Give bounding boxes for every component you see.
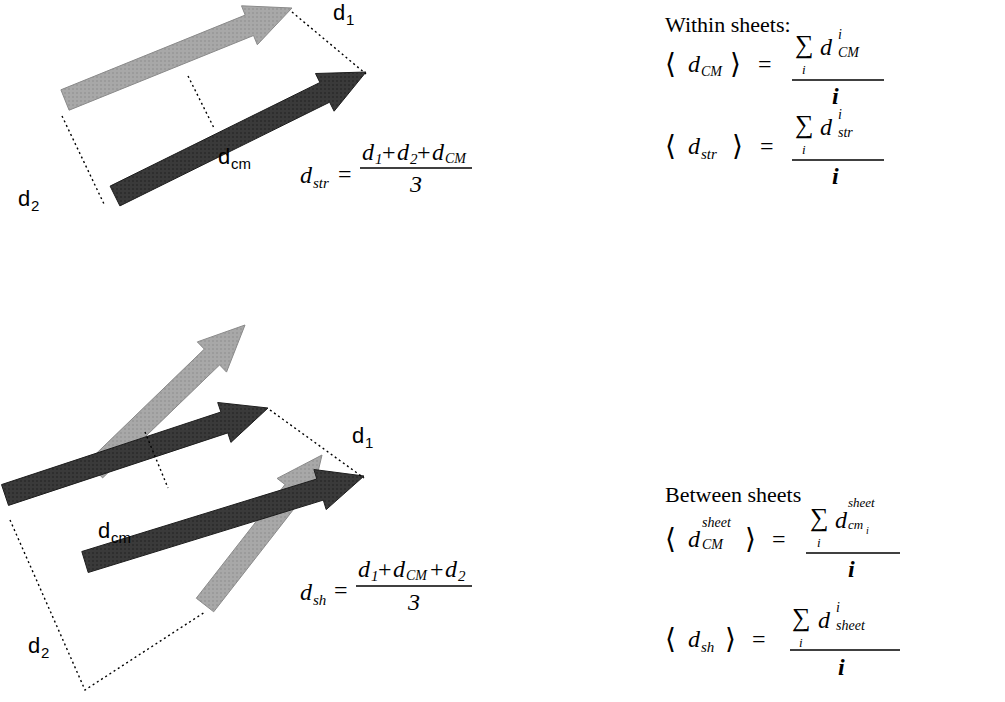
formula-text: i: [836, 601, 840, 615]
distance-label: cm: [111, 530, 131, 545]
formula-text: 3: [408, 590, 420, 614]
formula-text: d: [688, 134, 700, 158]
formula-text: i: [832, 84, 839, 108]
formula-text: i: [802, 143, 806, 156]
strand-arrow: [2, 403, 269, 506]
formula-text: CM: [838, 46, 859, 60]
formula-text: 3: [410, 172, 422, 196]
formula-text: d: [362, 140, 374, 164]
formula-text: 1: [371, 569, 379, 584]
formula-text: sh: [313, 593, 326, 608]
formula-text: =: [752, 627, 766, 651]
strand-arrow: [82, 470, 364, 573]
formula-text: i: [817, 536, 821, 549]
formula-text: ∑: [795, 32, 814, 58]
distance-label: d: [98, 520, 110, 542]
distance-label: d: [218, 146, 230, 168]
distance-line: [10, 12, 366, 690]
formula-text: sh: [701, 640, 714, 655]
formula-text: i: [802, 63, 806, 76]
formula-text: =: [772, 527, 786, 551]
formula-text: Between sheets: [665, 484, 801, 506]
formula-text: 2: [458, 569, 466, 584]
formula-text: ∑: [810, 505, 829, 531]
formula-text: ⟨: [665, 132, 676, 160]
formula-text: d: [445, 557, 457, 581]
formula-text: d: [300, 163, 312, 187]
formula-text: i: [866, 526, 869, 536]
formula-text: =: [338, 162, 352, 186]
formula-text: 2: [410, 152, 418, 167]
formula-text: sheet: [848, 496, 875, 509]
formula-text: d: [688, 527, 700, 551]
distance-label: cm: [231, 156, 251, 171]
formula-text: CM: [406, 569, 427, 583]
formula-text: 1: [375, 152, 383, 167]
formula-text: str: [701, 147, 717, 162]
formula-text: i: [799, 636, 803, 649]
formula-text: ⟨: [665, 50, 676, 78]
formula-text: ∑: [795, 112, 814, 138]
formula-text: str: [313, 176, 329, 191]
formula-text: str: [838, 126, 853, 140]
formula-text: d: [818, 608, 830, 632]
formula-text: d: [820, 115, 832, 139]
fraction-bar: [356, 80, 900, 650]
formula-text: ∑: [792, 605, 811, 631]
formula-text: d: [358, 557, 370, 581]
formula-text: Within sheets:: [665, 14, 791, 36]
distance-label: 2: [41, 645, 49, 660]
formula-text: d: [397, 140, 409, 164]
formula-text: +: [417, 140, 431, 164]
distance-label: d: [352, 425, 364, 447]
distance-label: d: [18, 188, 30, 210]
formula-text: i: [832, 164, 839, 188]
formula-text: sheet: [702, 516, 731, 530]
distance-label: 1: [346, 12, 354, 27]
formula-text: ⟩: [725, 625, 736, 653]
formula-text: CM: [445, 152, 466, 166]
formula-text: cm: [848, 518, 863, 531]
strand-arrow: [110, 72, 366, 206]
formula-text: =: [334, 578, 348, 602]
formula-text: +: [382, 140, 396, 164]
distance-label: d: [333, 2, 345, 24]
formula-text: d: [835, 508, 847, 532]
formula-text: +: [378, 557, 392, 581]
formula-text: d: [820, 35, 832, 59]
formula-text: ⟨: [665, 525, 676, 553]
strand-arrow: [61, 6, 292, 110]
formula-text: d: [688, 52, 700, 76]
formula-text: i: [838, 655, 845, 679]
formula-text: i: [838, 108, 842, 122]
formula-text: CM: [701, 65, 722, 79]
distance-label: d: [28, 635, 40, 657]
formula-text: ⟩: [732, 132, 743, 160]
distance-label: 2: [31, 198, 39, 213]
distance-label: 1: [365, 435, 373, 450]
formula-text: d: [432, 140, 444, 164]
formula-text: sheet: [836, 619, 865, 633]
formula-text: +: [430, 557, 444, 581]
formula-text: i: [838, 28, 842, 42]
formula-text: =: [758, 52, 772, 76]
formula-text: =: [760, 134, 774, 158]
formula-text: d: [688, 627, 700, 651]
formula-text: ⟩: [730, 50, 741, 78]
formula-text: CM: [702, 538, 723, 552]
formula-text: ⟩: [745, 525, 756, 553]
formula-text: d: [393, 557, 405, 581]
formula-text: i: [848, 557, 855, 581]
formula-text: ⟨: [665, 625, 676, 653]
formula-text: d: [300, 580, 312, 604]
